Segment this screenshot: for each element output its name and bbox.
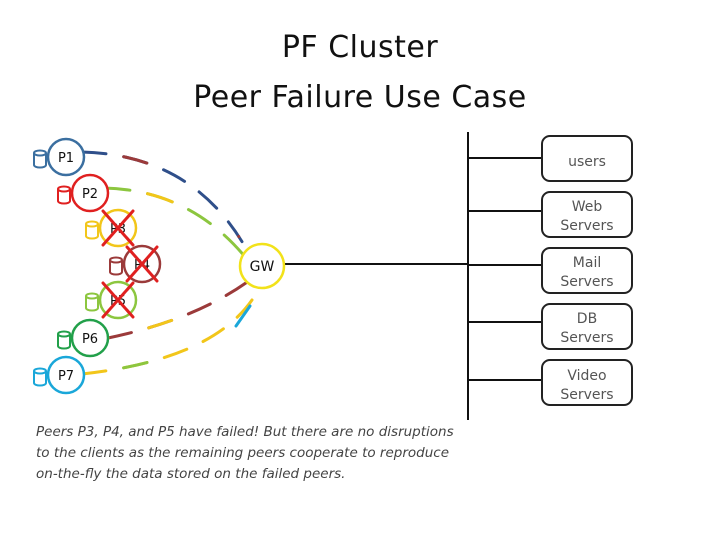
caption-text: Peers P3, P4, and P5 have failed! But th… xyxy=(36,424,454,482)
link-p7 xyxy=(80,298,254,376)
database-cylinder-icon xyxy=(85,292,99,312)
title-line-1: PF Cluster xyxy=(281,30,439,65)
peer-label: P1 xyxy=(58,151,74,166)
service-label-line1: users xyxy=(568,154,606,170)
peer-circle xyxy=(70,173,110,213)
service-box-users: users xyxy=(541,135,633,182)
red-x-icon xyxy=(101,281,135,319)
database-cylinder-icon xyxy=(57,330,71,350)
link-p6 xyxy=(106,278,252,340)
service-label-line1: Video xyxy=(567,368,606,384)
link-p7-accent-2 xyxy=(234,304,252,328)
service-label-line1: DB xyxy=(577,311,597,327)
peer-label: P2 xyxy=(82,187,98,202)
gateway-node: GW xyxy=(238,242,286,290)
service-label-line2: Servers xyxy=(560,218,613,234)
peer-links xyxy=(80,150,254,376)
peer-node-p1: P1 xyxy=(33,137,86,177)
service-label-line2: Servers xyxy=(560,330,613,346)
peer-node-p7: P7 xyxy=(33,355,86,395)
service-box-web: Web Servers xyxy=(541,191,633,238)
peer-node-p2: P2 xyxy=(57,173,110,213)
peer-label: P7 xyxy=(58,369,74,384)
service-links xyxy=(468,157,542,381)
service-label-line1: Web xyxy=(572,199,603,215)
service-label-line1: Mail xyxy=(573,255,601,271)
red-x-icon xyxy=(125,245,159,283)
peer-circle xyxy=(46,355,86,395)
peer-node-p6: P6 xyxy=(57,318,110,358)
peer-node-p3: P3 xyxy=(85,208,138,248)
database-cylinder-icon xyxy=(85,220,99,240)
peer-nodes: P1P2P3P4P5P6P7 xyxy=(33,137,162,395)
service-box-db: DB Servers xyxy=(541,303,633,350)
gateway-label: GW xyxy=(250,259,275,275)
peer-node-p5: P5 xyxy=(85,280,138,320)
peer-label: P6 xyxy=(82,332,98,347)
peer-circle xyxy=(70,318,110,358)
service-box-mail: Mail Servers xyxy=(541,247,633,294)
title-line-2: Peer Failure Use Case xyxy=(193,80,527,115)
peer-circle xyxy=(46,137,86,177)
database-cylinder-icon xyxy=(33,367,47,387)
link-p1 xyxy=(80,150,250,254)
peer-node-p4: P4 xyxy=(109,244,162,284)
service-box-video: Video Servers xyxy=(541,359,633,406)
database-cylinder-icon xyxy=(57,185,71,205)
link-p2 xyxy=(102,186,248,260)
database-cylinder-icon xyxy=(33,149,47,169)
database-cylinder-icon xyxy=(109,256,123,276)
red-x-icon xyxy=(101,209,135,247)
service-label-line2: Servers xyxy=(560,387,613,403)
service-label-line2: Servers xyxy=(560,274,613,290)
